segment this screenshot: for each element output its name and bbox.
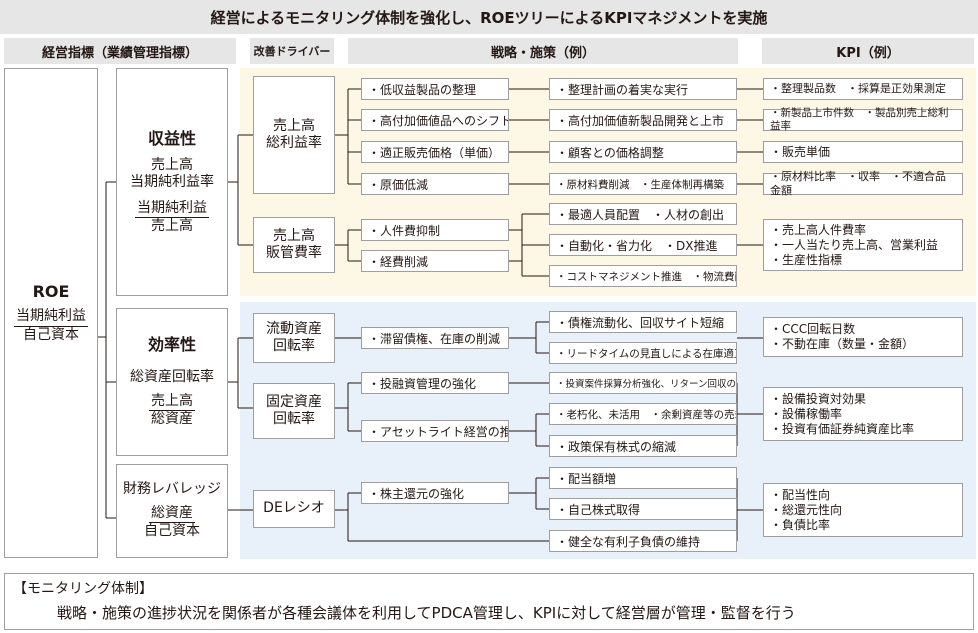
strategy-detail-item: ・整理計画の着実な実行	[549, 78, 737, 100]
roe-formula: 当期純利益 自己資本	[14, 308, 88, 344]
driver-current-assets-l2: 回転率	[273, 338, 315, 354]
kpi-item: ・負債比率	[770, 517, 831, 532]
roe-denominator: 自己資本	[23, 326, 79, 343]
profitability-denominator: 売上高	[151, 218, 193, 234]
profitability-formula: 当期純利益 売上高	[135, 200, 209, 236]
strategy-mid-item: ・人件費抑制	[361, 219, 509, 241]
strategy-detail-item: ・原材料費削減 ・生産体制再構築	[549, 173, 737, 195]
strategy-detail-item: ・リードタイムの見直しによる在庫適正化	[549, 342, 737, 364]
efficiency-numerator: 売上高	[149, 393, 195, 412]
driver-gross-margin-l1: 売上高	[273, 117, 315, 134]
efficiency-formula: 売上高 総資産	[149, 393, 195, 429]
strategy-detail-item: ・コストマネジメント推進 ・物流費削減	[549, 265, 737, 287]
strategy-mid-item: ・高付加価値品へのシフト	[361, 109, 509, 131]
driver-sga-ratio: 売上高 販管費率	[253, 217, 335, 273]
driver-gross-margin-l2: 総利益率	[266, 135, 322, 151]
profitability-line2: 当期純利益率	[130, 174, 214, 190]
strategy-mid-item: ・経費削減	[361, 250, 509, 272]
leverage-formula: 総資産 自己資本	[144, 505, 200, 541]
page-title: 経営によるモニタリング体制を強化し、ROEツリーによるKPIマネジメントを実施	[0, 0, 978, 34]
strategy-mid-item: ・原価低減	[361, 173, 509, 195]
kpi-item: ・一人当たり売上高、営業利益	[770, 237, 939, 252]
kpi-item: ・売上高人件費率	[770, 222, 867, 237]
kpi-item: ・不動在庫（数量・金額）	[770, 337, 915, 351]
strategy-detail-item: ・自動化・省力化 ・DX推進	[549, 234, 737, 256]
strategy-detail-item: ・高付加価値新製品開発と上市	[549, 109, 737, 131]
roe-numerator: 当期純利益	[14, 308, 88, 327]
kpi-item: ・整理製品数 ・採算是正効果測定	[770, 82, 946, 96]
driver-de-ratio: DEレシオ	[253, 490, 335, 528]
strategy-mid-item: ・株主還元の強化	[361, 482, 509, 504]
kpi-item: ・設備稼働率	[770, 406, 843, 421]
kpi-box-6: ・CCC回転日数 ・不動在庫（数量・金額）	[763, 317, 963, 357]
kpi-item: ・販売単価	[770, 144, 831, 159]
kpi-box-7: ・設備投資対効果 ・設備稼働率 ・投資有価証券純資産比率	[763, 387, 963, 441]
kpi-item: ・総還元性向	[770, 502, 843, 517]
driver-de-ratio-l1: DEレシオ	[263, 500, 325, 517]
roe-label: ROE	[32, 282, 70, 301]
kpi-item: ・生産性指標	[770, 252, 843, 267]
kpi-item: ・新製品上市件数 ・製品別売上総利益率	[770, 106, 949, 132]
monitoring-note: 【モニタリング体制】 戦略・施策の進捗状況を関係者が各種会議体を利用してPDCA…	[4, 573, 974, 630]
header-indicators: 経営指標（業績管理指標）	[4, 38, 236, 64]
driver-fixed-assets-l2: 回転率	[273, 411, 315, 427]
kpi-box-1: ・整理製品数 ・採算是正効果測定	[763, 78, 963, 100]
strategy-detail-item: ・最適人員配置 ・人材の創出	[549, 203, 737, 225]
strategy-detail-item: ・健全な有利子負債の維持	[549, 530, 737, 552]
strategy-detail-item: ・債権流動化、回収サイト短縮	[549, 311, 737, 333]
kpi-box-2: ・新製品上市件数 ・製品別売上総利益率	[763, 106, 963, 132]
kpi-item: ・設備投資対効果	[770, 391, 867, 406]
strategy-mid-item: ・適正販売価格（単価）	[361, 141, 509, 163]
kpi-item: ・配当性向	[770, 487, 831, 502]
strategy-mid-item: ・低収益製品の整理	[361, 78, 509, 100]
driver-sga-ratio-l1: 売上高	[273, 227, 315, 244]
driver-sga-ratio-l2: 販管費率	[266, 245, 322, 261]
kpi-box-5: ・売上高人件費率 ・一人当たり売上高、営業利益 ・生産性指標	[763, 219, 963, 271]
profitability-numerator: 当期純利益	[135, 200, 209, 218]
strategy-detail-item: ・配当額増	[549, 467, 737, 489]
kpi-item: ・投資有価証券純資産比率	[770, 421, 915, 436]
strategy-detail-item: ・老朽化、未活用 ・余剰資産等の売却	[549, 403, 737, 425]
efficiency-denominator: 総資産	[151, 411, 193, 428]
strategy-mid-item: ・アセットライト経営の推進	[361, 420, 509, 442]
driver-fixed-assets: 固定資産 回転率	[253, 383, 335, 439]
leverage-denominator: 自己資本	[144, 523, 200, 540]
monitoring-text: 戦略・施策の進捗状況を関係者が各種会議体を利用してPDCA管理し、KPIに対して…	[57, 604, 796, 622]
leverage-numerator: 総資産	[149, 505, 195, 524]
roe-box: ROE 当期純利益 自己資本	[4, 68, 98, 558]
driver-current-assets-l1: 流動資産	[266, 320, 322, 337]
strategy-detail-item: ・自己株式取得	[549, 498, 737, 520]
kpi-box-3: ・販売単価	[763, 141, 963, 163]
header-drivers: 改善ドライバー	[250, 38, 334, 64]
profitability-title: 収益性	[147, 128, 196, 148]
kpi-box-8: ・配当性向 ・総還元性向 ・負債比率	[763, 483, 963, 537]
efficiency-line1: 総資産回転率	[130, 369, 214, 386]
strategy-mid-item: ・滞留債権、在庫の削減	[361, 327, 509, 349]
efficiency-box: 効率性 総資産回転率 売上高 総資産	[116, 308, 228, 456]
header-kpi: KPI（例）	[762, 38, 974, 64]
efficiency-title: 効率性	[147, 335, 196, 355]
leverage-line1: 財務レバレッジ	[123, 481, 221, 498]
monitoring-heading: 【モニタリング体制】	[13, 581, 153, 597]
strategy-mid-item: ・投融資管理の強化	[361, 372, 509, 394]
driver-fixed-assets-l1: 固定資産	[266, 393, 322, 410]
strategy-detail-item: ・顧客との価格調整	[549, 141, 737, 163]
driver-current-assets: 流動資産 回転率	[253, 313, 335, 363]
kpi-item: ・CCC回転日数	[770, 322, 856, 336]
header-strategies: 戦略・施策（例）	[348, 38, 738, 64]
strategy-detail-item: ・政策保有株式の縮減	[549, 435, 737, 457]
kpi-box-4: ・原材料比率 ・収率 ・不適合品金額	[763, 170, 963, 197]
driver-gross-margin: 売上高 総利益率	[253, 76, 335, 194]
profitability-line1: 売上高	[151, 156, 193, 173]
kpi-item: ・原材料比率 ・収率 ・不適合品金額	[770, 170, 946, 197]
strategy-detail-item: ・投資案件採算分析強化、リターン回収の加速	[549, 372, 737, 394]
profitability-box: 収益性 売上高 当期純利益率 当期純利益 売上高	[116, 68, 228, 296]
leverage-box: 財務レバレッジ 総資産 自己資本	[116, 464, 228, 558]
